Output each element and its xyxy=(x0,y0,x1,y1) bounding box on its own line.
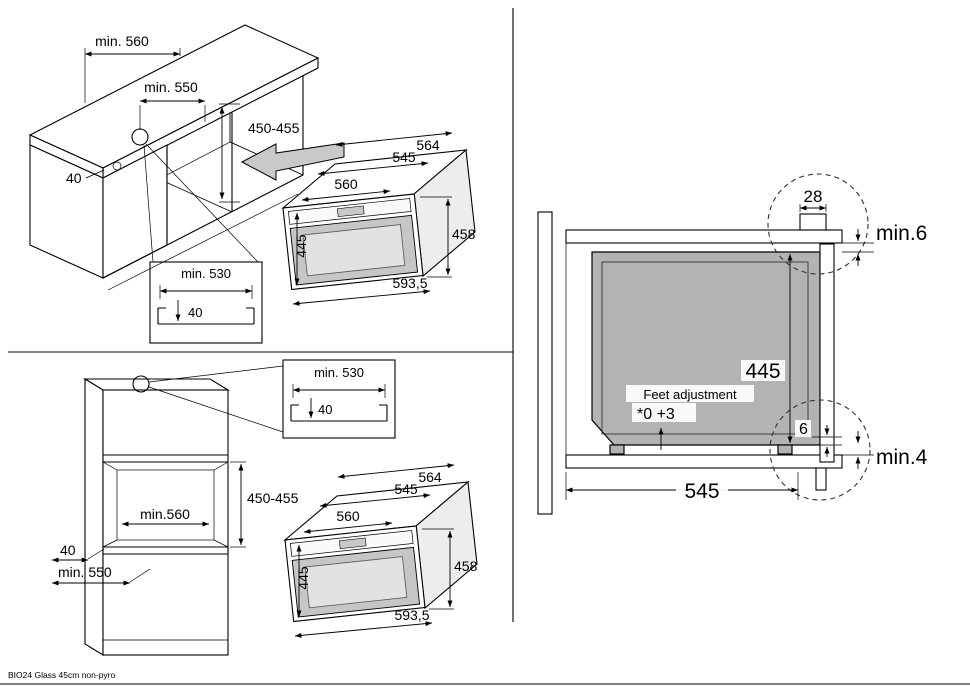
dim-bottom-step: 6 xyxy=(799,421,808,438)
dim-bottom-clearance: min.4 xyxy=(876,446,928,469)
dim-niche-width: min.560 xyxy=(140,506,190,522)
bottom-shelf xyxy=(565,454,843,469)
counter-profile xyxy=(157,307,255,325)
dim-oven-front-height: 445 xyxy=(293,234,309,258)
dim-front-clearance: 40 xyxy=(60,542,76,558)
tall-cabinet-top xyxy=(83,378,230,391)
dim-front-clearance: 40 xyxy=(66,170,82,186)
dim-oven-side-height: 458 xyxy=(452,226,476,242)
oven-body-inner-line xyxy=(601,261,809,435)
section-dimensions: 28 min.6 445 Feet adjustment *0 +3 6 min… xyxy=(565,187,928,503)
detail-width-label: min. 530 xyxy=(181,266,231,281)
oven-isometric xyxy=(284,481,478,623)
dim-oven-depth: 593,5 xyxy=(392,275,427,291)
dim-oven-height: 445 xyxy=(745,360,780,383)
detail-circle-top xyxy=(767,173,869,275)
detail-leader-line xyxy=(143,144,154,263)
dim-top-recess: 28 xyxy=(804,187,823,206)
bottom-front-panel xyxy=(815,467,827,491)
dim-niche-inner-width: min. 550 xyxy=(144,79,198,95)
oven-dimensions-base: 564 545 560 445 458 593,5 xyxy=(292,131,476,306)
detail-inset-tall: min. 530 40 xyxy=(282,359,396,439)
base-unit-dimensions: min. 560 min. 550 450-455 40 xyxy=(66,33,300,203)
detail-leader-line xyxy=(148,386,284,433)
dim-niche-height: 450-455 xyxy=(248,120,300,136)
dim-oven-depth: 593,5 xyxy=(394,607,429,623)
dim-oven-top-width: 564 xyxy=(418,469,442,485)
section-scene: 28 min.6 445 Feet adjustment *0 +3 6 min… xyxy=(537,173,928,515)
oven-door-section xyxy=(819,243,835,463)
dim-niche-width: min. 560 xyxy=(95,33,149,49)
top-front-panel xyxy=(799,213,827,231)
dim-oven-trim-width: 545 xyxy=(392,149,416,165)
tall-unit-scene: min. 530 40 min.560 450-455 40 min. 550 … xyxy=(52,359,478,656)
fixing-marker xyxy=(112,161,122,171)
dim-oven-side-height: 458 xyxy=(454,558,478,574)
oven-dimensions-tall: 564 545 560 445 458 593,5 xyxy=(294,463,478,638)
dim-top-clearance: min.6 xyxy=(876,222,927,245)
dim-niche-depth: 545 xyxy=(684,480,719,503)
tall-cabinet-side xyxy=(84,378,104,656)
detail-width-label: min. 530 xyxy=(314,365,364,380)
detail-depth-label: 40 xyxy=(188,305,202,320)
dim-oven-trim-width: 545 xyxy=(394,481,418,497)
detail-inset-frame xyxy=(282,359,396,439)
panel-dividers xyxy=(0,8,970,685)
detail-leader-line xyxy=(148,365,284,383)
oven-foot xyxy=(609,444,625,455)
wall xyxy=(537,211,553,515)
oven-foot xyxy=(777,444,793,455)
insertion-arrow xyxy=(240,142,345,181)
detail-depth-label: 40 xyxy=(318,402,332,417)
detail-marker-circle xyxy=(132,375,150,393)
detail-inset-base: min. 530 40 xyxy=(149,261,263,344)
base-unit-scene: min. 560 min. 550 450-455 40 min. 530 40… xyxy=(28,24,476,344)
detail-inset-frame xyxy=(149,261,263,344)
model-footnote: BIO24 Glass 45cm non-pyro xyxy=(8,670,116,680)
feet-adjustment-value: *0 +3 xyxy=(637,406,675,423)
dim-unit-depth: min. 550 xyxy=(58,564,112,580)
feet-adjustment-label: Feet adjustment xyxy=(643,387,737,402)
tall-cabinet-front xyxy=(102,389,229,656)
dim-niche-height: 450-455 xyxy=(247,490,299,506)
counter-profile xyxy=(290,404,388,422)
tall-niche-interior xyxy=(102,461,229,548)
dim-oven-front-height: 445 xyxy=(295,566,311,590)
tall-unit-dimensions: min.560 450-455 40 min. 550 xyxy=(52,461,299,586)
dim-oven-front-width: 560 xyxy=(334,176,358,192)
oven-isometric xyxy=(282,149,476,291)
detail-leader-line xyxy=(145,143,259,263)
tall-cabinet-shelf-lines xyxy=(103,454,228,641)
oven-body-section xyxy=(591,251,821,446)
dim-oven-front-width: 560 xyxy=(336,508,360,524)
detail-circle-bottom xyxy=(769,399,871,501)
top-shelf xyxy=(565,229,843,244)
dim-oven-top-width: 564 xyxy=(416,137,440,153)
